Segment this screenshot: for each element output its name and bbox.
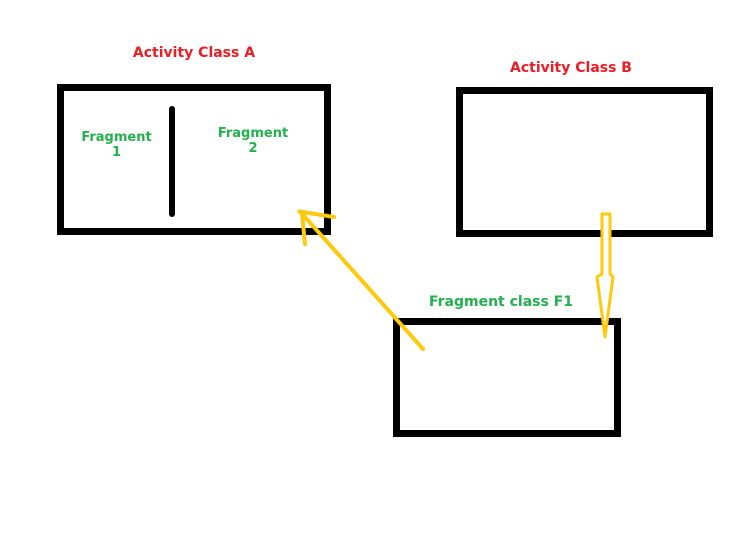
activity-class-b-title: Activity Class B — [510, 60, 632, 76]
fragment-1-name: Fragment — [81, 130, 152, 145]
fragment-1-number: 1 — [111, 145, 122, 160]
activity-class-b-box — [456, 87, 713, 237]
fragment-2-number: 2 — [248, 141, 258, 156]
fragment-class-f1-title: Fragment class F1 — [428, 294, 574, 310]
fragment-1-label: Fragment 1 — [64, 130, 169, 160]
fragment-divider-line — [169, 106, 175, 217]
fragment-class-f1-box — [393, 318, 621, 437]
fragment-2-label: Fragment 2 — [175, 126, 331, 156]
fragment-2-name: Fragment — [217, 126, 289, 141]
activity-class-a-box — [57, 84, 331, 235]
activity-class-a-title: Activity Class A — [132, 45, 256, 61]
